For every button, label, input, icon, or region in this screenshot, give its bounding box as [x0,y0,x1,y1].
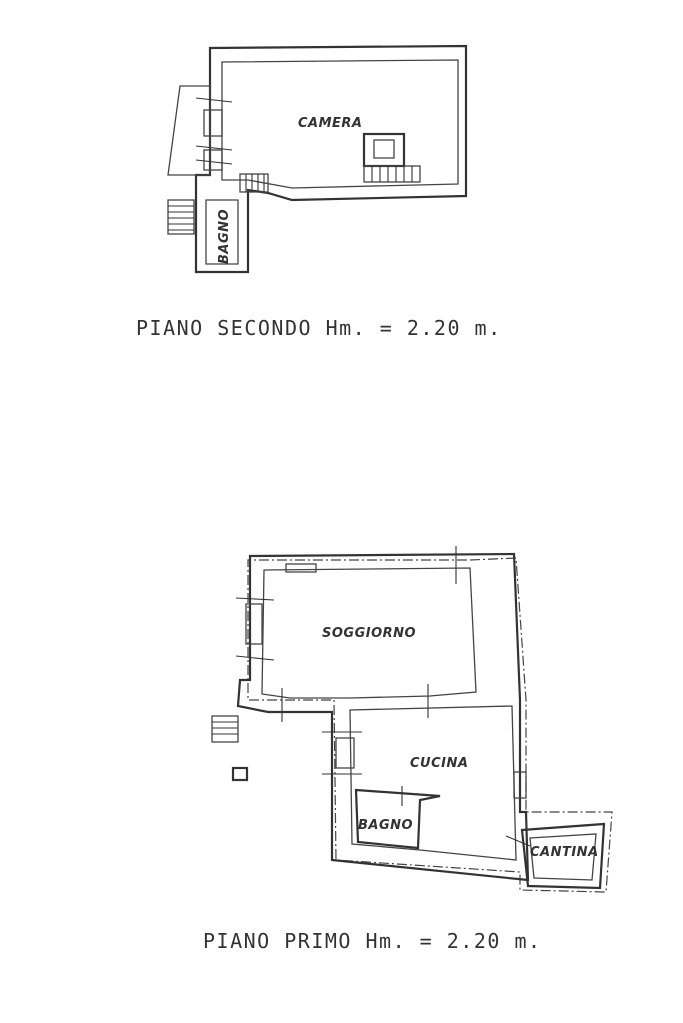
second-floor-bathroom-wall [205,199,239,265]
fireplace-icon [362,132,421,183]
second-floor-outer-stair [167,199,195,235]
soggiorno-window [245,603,263,645]
second-floor-balcony [167,85,211,176]
soggiorno-wall [236,552,530,882]
cucina-inner-wall [349,705,517,861]
second-floor-window-2 [203,149,223,171]
soggiorno-top-window [285,563,317,573]
room-label-bagno-second: BAGNO [217,209,232,264]
soggiorno-inner-wall [261,567,477,699]
second-floor-outer-wall [194,44,468,274]
cantina-wall [520,822,606,890]
second-floor-inner-stair [239,173,269,193]
cucina-side-window [513,771,527,799]
second-floor-caption: PIANO SECONDO Hm. = 2.20 m. [136,316,502,340]
first-floor-outer-stair [211,715,239,743]
cucina-window [335,737,355,769]
room-label-bagno-first: BAGNO [358,818,413,833]
room-label-cantina: CANTINA [530,845,599,860]
second-floor-inner-wall [221,59,459,189]
room-label-cucina: CUCINA [410,756,468,771]
cantina-inner-wall [529,833,597,881]
first-floor-bathroom-wall [354,788,441,850]
first-floor-plan: SOGGIORNO CUCINA BAGNO CANTINA [211,546,613,893]
room-label-soggiorno: SOGGIORNO [322,626,416,641]
second-floor-plan: CAMERA BAGNO [167,44,468,274]
first-floor-boundary [247,557,613,893]
small-square-marker [231,766,249,782]
second-floor-window [203,109,223,137]
first-floor-caption: PIANO PRIMO Hm. = 2.20 m. [203,929,542,953]
room-label-camera: CAMERA [298,116,363,131]
